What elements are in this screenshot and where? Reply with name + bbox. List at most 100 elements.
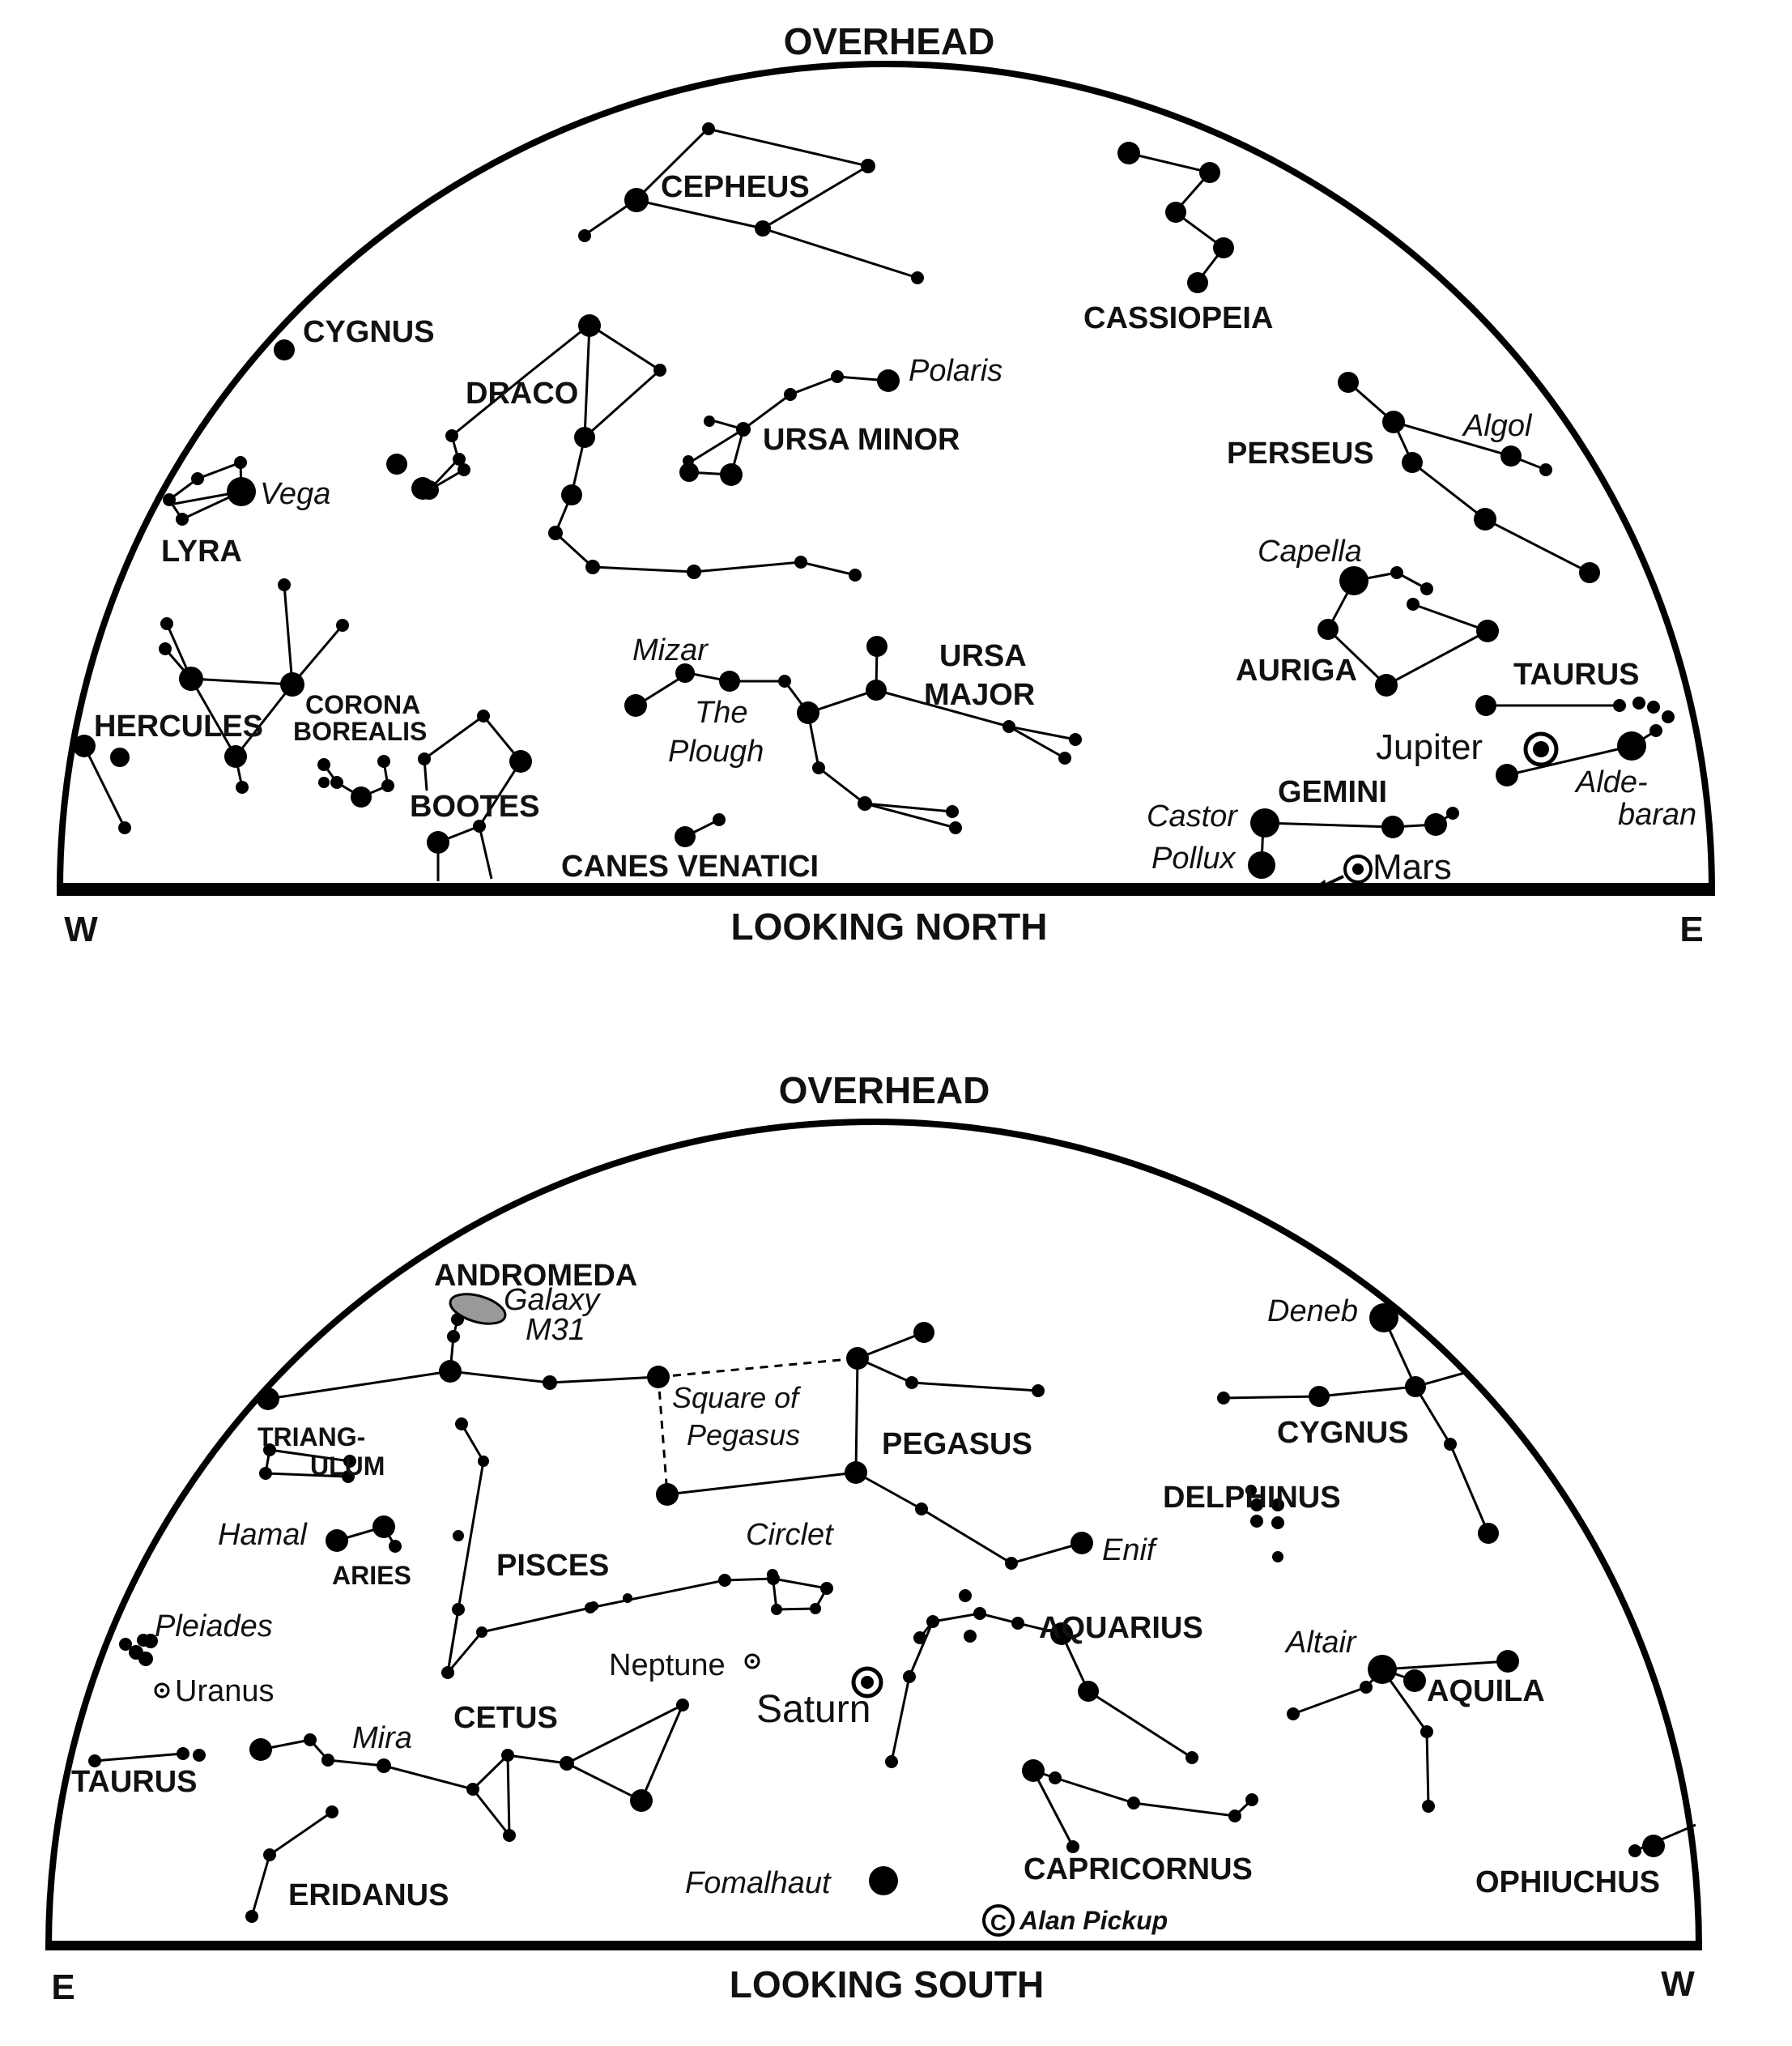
star-dot: [561, 484, 582, 505]
label-algol: Algol: [1462, 409, 1533, 443]
star-dot: [411, 477, 434, 500]
star-dot: [259, 1467, 272, 1480]
star-dot: [343, 1455, 356, 1468]
star-dot: [1005, 1557, 1018, 1570]
star-dot: [330, 776, 343, 789]
star-dot: [877, 369, 900, 392]
constellation-line: [635, 198, 764, 230]
label-ursa-minor: URSA MINOR: [763, 423, 960, 457]
constellation-line: [1506, 744, 1632, 777]
north-east-label: E: [1679, 910, 1703, 949]
star-dot: [861, 159, 875, 173]
constellation-line: [1008, 725, 1066, 760]
label-uranus: Uranus: [175, 1674, 275, 1708]
star-dot: [1272, 1551, 1283, 1562]
star-dot: [653, 364, 666, 377]
star-dot: [318, 777, 330, 788]
label-mira: Mira: [352, 1721, 412, 1755]
star-dot: [1403, 1669, 1426, 1692]
label-mars: Mars: [1373, 847, 1452, 887]
star-dot: [548, 526, 563, 540]
star-dot: [452, 1603, 465, 1616]
star-dot: [257, 1387, 279, 1410]
credit-label: Alan Pickup: [1019, 1906, 1168, 1935]
star-dot: [1187, 272, 1208, 293]
star-dot: [926, 1615, 939, 1628]
star-dot: [869, 1866, 898, 1895]
north-stars-group: [73, 122, 1675, 879]
star-dot: [137, 1634, 150, 1647]
label-ophiuchus: OPHIUCHUS: [1475, 1865, 1660, 1899]
south-looking-label: LOOKING SOUTH: [730, 1963, 1044, 2006]
star-dot: [1475, 695, 1496, 716]
label-lyra: LYRA: [161, 535, 242, 569]
star-dot: [317, 758, 330, 771]
star-dot: [845, 1461, 867, 1484]
star-dot: [1049, 1771, 1062, 1784]
constellation-line: [428, 435, 465, 492]
star-dot: [679, 462, 699, 482]
star-dot: [372, 1515, 395, 1538]
star-dot: [1078, 1681, 1099, 1702]
label-pegasus: PEGASUS: [882, 1427, 1032, 1461]
label-hercules: HERCULES: [94, 710, 263, 744]
constellation-line: [267, 1370, 659, 1400]
constellation-line: [1292, 1668, 1415, 1716]
star-dot: [784, 388, 797, 401]
star-dot: [624, 694, 647, 717]
star-dot: [73, 735, 96, 757]
star-dot: [118, 821, 131, 834]
label-capella: Capella: [1258, 535, 1362, 569]
star-dot: [1022, 1759, 1045, 1782]
star-dot: [466, 1783, 479, 1796]
star-dot: [418, 752, 431, 765]
star-dot: [326, 1805, 338, 1818]
star-dot: [1058, 752, 1071, 765]
star-dot: [263, 1443, 276, 1456]
south-panel: OVERHEAD LOOKING SOUTH E W ANDROMEDA TRI…: [45, 1069, 1702, 2007]
star-dot: [176, 513, 189, 526]
label-taurus-north: TAURUS: [1513, 658, 1640, 692]
constellation-line: [855, 1471, 1083, 1565]
saturn-symbol: [851, 1666, 883, 1699]
star-dot: [88, 1754, 101, 1767]
star-dot: [427, 831, 449, 854]
star-dot: [1250, 1498, 1263, 1511]
label-capricornus: CAPRICORNUS: [1024, 1852, 1253, 1886]
label-enif: Enif: [1102, 1533, 1158, 1567]
north-panel: OVERHEAD LOOKING NORTH W E CEPHEUS CASSI…: [57, 20, 1715, 949]
star-dot: [905, 1376, 918, 1389]
label-m31: M31: [526, 1313, 585, 1347]
star-dot: [503, 1829, 516, 1842]
star-dot: [676, 1699, 689, 1711]
uranus-symbol: [154, 1682, 170, 1699]
star-dot: [1632, 697, 1645, 710]
label-deneb: Deneb: [1267, 1294, 1358, 1328]
star-dot: [913, 1631, 926, 1644]
constellation-line: [94, 1752, 184, 1763]
star-dot: [885, 1755, 898, 1768]
label-cygnus-south: CYGNUS: [1277, 1416, 1409, 1450]
star-dot: [1368, 1655, 1397, 1684]
star-dot: [858, 796, 872, 811]
constellation-line: [857, 1331, 925, 1360]
star-dot: [915, 1503, 928, 1515]
mars-symbol: [1343, 855, 1373, 884]
star-dot: [1050, 1622, 1073, 1645]
star-dot: [1245, 1485, 1257, 1496]
star-dot: [1071, 1532, 1093, 1554]
star-dot: [236, 781, 249, 794]
star-dot: [274, 339, 295, 360]
label-cygnus-north: CYGNUS: [303, 315, 435, 349]
star-dot: [1424, 813, 1447, 836]
star-dot: [831, 370, 844, 383]
star-dot: [797, 701, 819, 724]
label-auriga: AURIGA: [1236, 654, 1357, 688]
star-dot: [1422, 1800, 1435, 1813]
star-dot: [1199, 162, 1220, 183]
star-dot: [342, 1470, 355, 1483]
neptune-symbol: [744, 1653, 760, 1669]
star-dot: [509, 750, 532, 773]
star-dot: [1165, 202, 1186, 223]
